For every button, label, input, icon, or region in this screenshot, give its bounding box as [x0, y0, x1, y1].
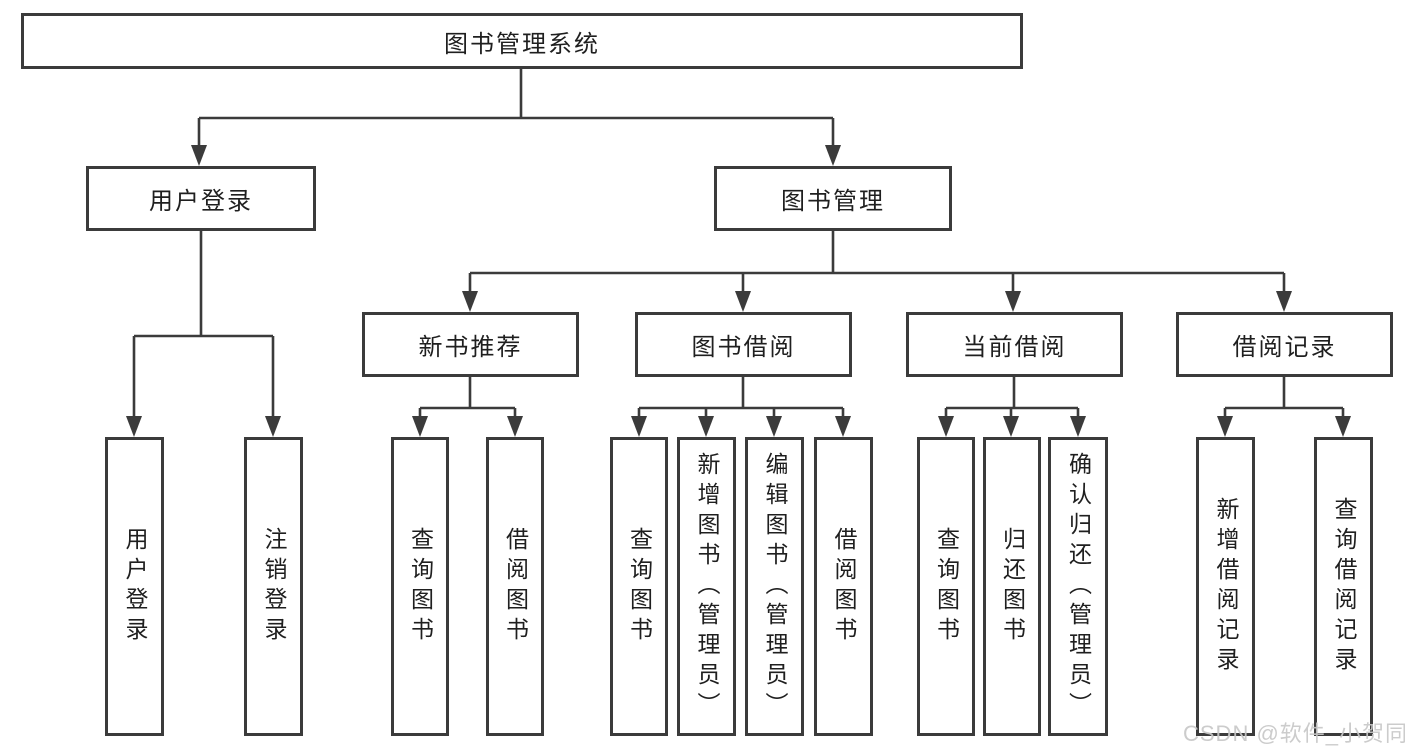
leaf-user-login: 用户登录 — [105, 437, 164, 736]
leaf-query-books-1: 查询图书 — [391, 437, 449, 736]
node-user-login: 用户登录 — [86, 166, 316, 231]
leaf-query-borrow-record: 查询借阅记录 — [1314, 437, 1373, 736]
leaf-query-books-2: 查询图书 — [610, 437, 668, 736]
leaf-borrow-books-1: 借阅图书 — [486, 437, 544, 736]
node-book-borrow: 图书借阅 — [635, 312, 852, 377]
node-current-borrow: 当前借阅 — [906, 312, 1123, 377]
leaf-borrow-books-2: 借阅图书 — [814, 437, 873, 736]
leaf-logout: 注销登录 — [244, 437, 303, 736]
leaf-add-borrow-record: 新增借阅记录 — [1196, 437, 1255, 736]
node-book-management: 图书管理 — [714, 166, 952, 231]
node-new-book-recommend: 新书推荐 — [362, 312, 579, 377]
leaf-return-book: 归还图书 — [983, 437, 1041, 736]
leaf-edit-book-admin: 编辑图书（管理员） — [745, 437, 804, 736]
node-root: 图书管理系统 — [21, 13, 1023, 69]
node-borrow-records: 借阅记录 — [1176, 312, 1393, 377]
leaf-confirm-return-admin: 确认归还（管理员） — [1048, 437, 1108, 736]
leaf-query-books-3: 查询图书 — [917, 437, 975, 736]
watermark: CSDN @软件_小贺同学 — [1183, 721, 1405, 746]
leaf-add-book-admin: 新增图书（管理员） — [677, 437, 736, 736]
